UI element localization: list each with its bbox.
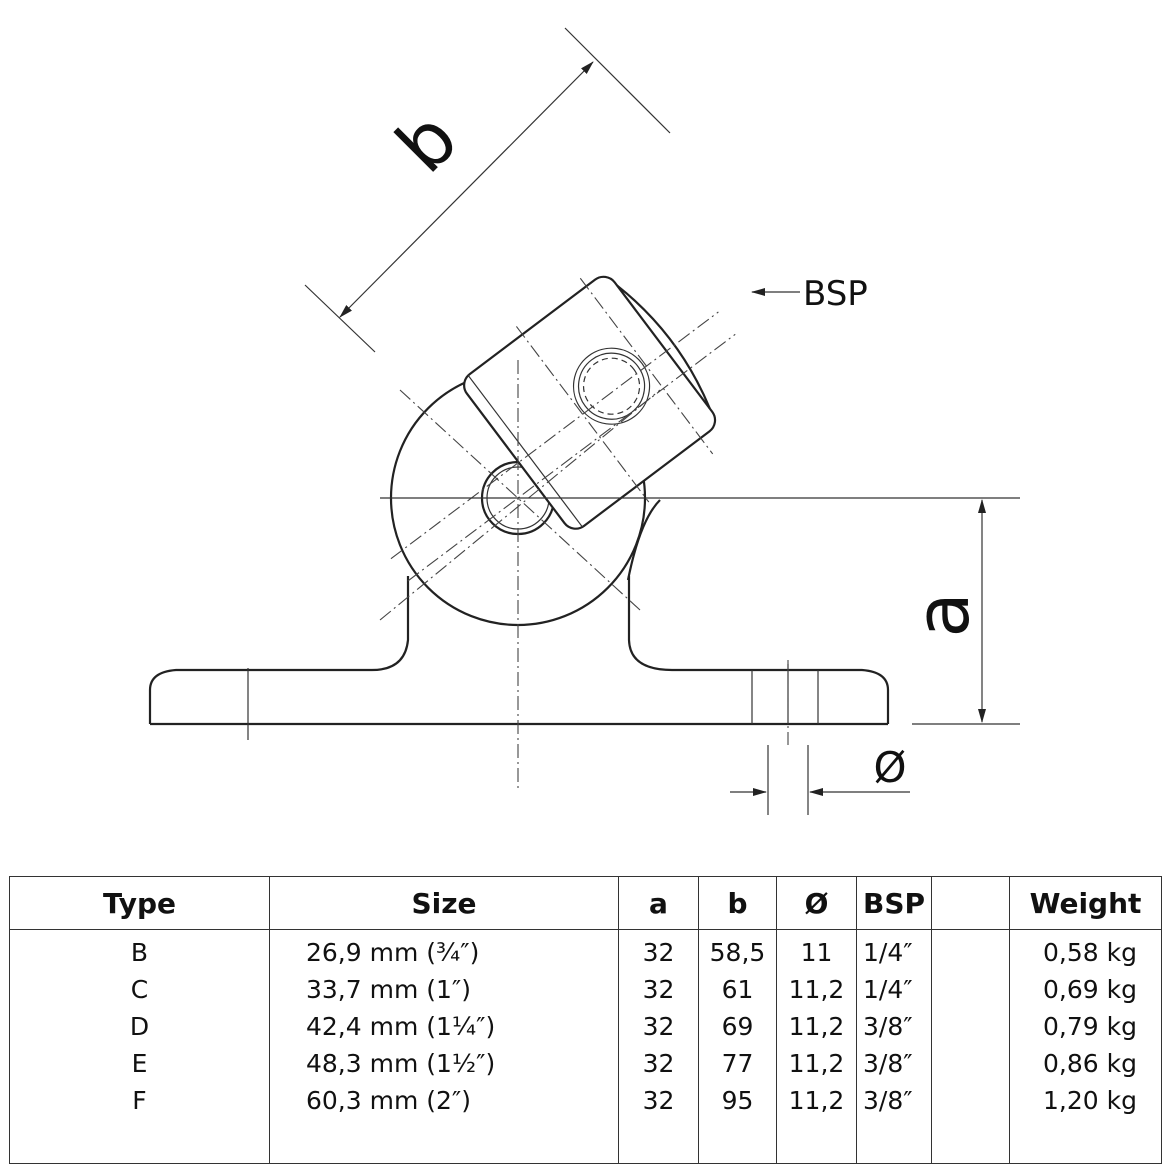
tube-socket (390, 275, 736, 582)
cell-a: 32 (642, 1049, 675, 1078)
label-diameter: Ø (873, 743, 906, 792)
label-bsp: BSP (803, 274, 868, 314)
cell-size: 60,3 mm (2″) (306, 1086, 472, 1115)
column-a: 32 32 32 32 32 (618, 929, 699, 1164)
cell-weight: 0,86 kg (1043, 1049, 1137, 1078)
cell-bsp: 3/8″ (863, 1086, 913, 1115)
center-lines (379, 360, 1020, 790)
cell-weight: 0,69 kg (1043, 975, 1137, 1004)
specification-table: Type Size a b Ø BSP Weight B C D E F 26,… (9, 876, 1162, 1164)
cell-weight: 0,58 kg (1043, 938, 1137, 967)
cell-b: 61 (721, 975, 754, 1004)
header-bsp: BSP (856, 876, 932, 930)
label-b: b (380, 95, 474, 189)
header-b: b (698, 876, 777, 930)
cell-bsp: 1/4″ (863, 938, 913, 967)
cell-size: 26,9 mm (¾″) (306, 938, 480, 967)
cell-diameter: 11,2 (788, 1012, 845, 1041)
column-diameter: 11 11,2 11,2 11,2 11,2 (776, 929, 857, 1164)
header-type: Type (9, 876, 270, 930)
cell-b: 95 (721, 1086, 754, 1115)
cell-b: 77 (721, 1049, 754, 1078)
cell-diameter: 11,2 (788, 1086, 845, 1115)
bsp-callout: BSP (751, 274, 868, 314)
table-header-row: Type Size a b Ø BSP Weight (9, 876, 1162, 930)
column-type: B C D E F (9, 929, 270, 1164)
cell-size: 48,3 mm (1½″) (306, 1049, 496, 1078)
column-size: 26,9 mm (¾″) 33,7 mm (1″) 42,4 mm (1¼″) … (269, 929, 619, 1164)
cell-type: D (129, 1012, 150, 1041)
header-weight: Weight (1009, 876, 1162, 930)
cell-b: 58,5 (709, 938, 766, 967)
column-blank (931, 929, 1010, 1164)
technical-drawing: b a Ø BSP (148, 27, 1020, 815)
cell-b: 69 (721, 1012, 754, 1041)
cell-bsp: 3/8″ (863, 1012, 913, 1041)
cell-diameter: 11,2 (788, 1049, 845, 1078)
header-size: Size (269, 876, 619, 930)
dimension-a: a (900, 499, 1020, 725)
cell-type: C (130, 975, 149, 1004)
cell-a: 32 (642, 938, 675, 967)
cell-bsp: 1/4″ (863, 975, 913, 1004)
cell-diameter: 11,2 (788, 975, 845, 1004)
cell-a: 32 (642, 1086, 675, 1115)
cell-type: B (130, 938, 149, 967)
cell-weight: 0,79 kg (1043, 1012, 1137, 1041)
cell-a: 32 (642, 975, 675, 1004)
header-diameter: Ø (776, 876, 857, 930)
cell-size: 42,4 mm (1¼″) (306, 1012, 496, 1041)
cell-type: E (131, 1049, 148, 1078)
header-a: a (618, 876, 699, 930)
column-b: 58,5 61 69 77 95 (698, 929, 777, 1164)
table-body-row: B C D E F 26,9 mm (¾″) 33,7 mm (1″) 42,4… (9, 929, 1162, 1164)
base-plate (148, 576, 890, 745)
cell-size: 33,7 mm (1″) (306, 975, 472, 1004)
column-weight: 0,58 kg 0,69 kg 0,79 kg 0,86 kg 1,20 kg (1009, 929, 1162, 1164)
cell-bsp: 3/8″ (863, 1049, 913, 1078)
header-blank (931, 876, 1010, 930)
cell-type: F (132, 1086, 147, 1115)
cell-diameter: 11 (800, 938, 833, 967)
cell-a: 32 (642, 1012, 675, 1041)
label-a: a (900, 592, 986, 637)
cell-weight: 1,20 kg (1043, 1086, 1137, 1115)
column-bsp: 1/4″ 1/4″ 3/8″ 3/8″ 3/8″ (856, 929, 932, 1164)
dimension-diameter: Ø (730, 743, 910, 815)
